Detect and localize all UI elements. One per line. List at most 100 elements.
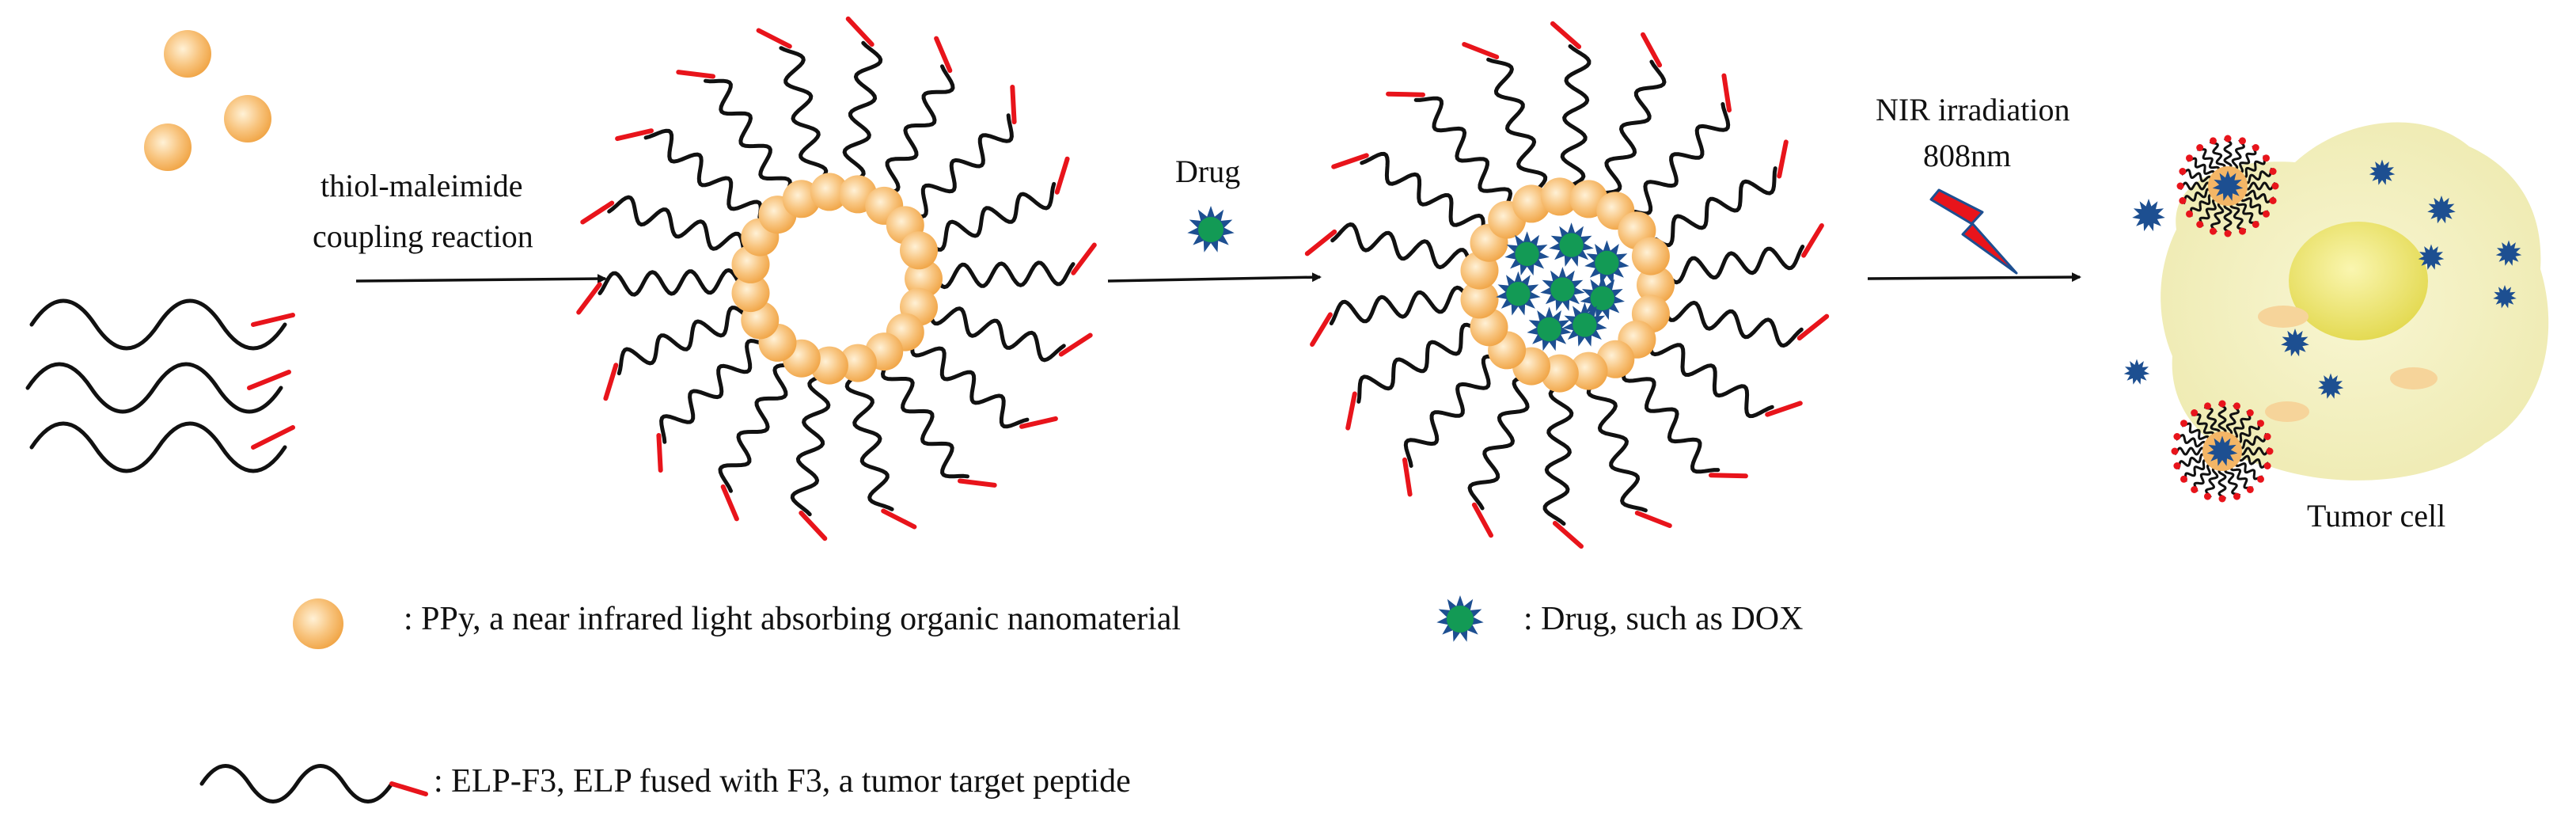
elp-f3-chain [2183,188,2213,205]
peptide-tip [1345,391,1357,431]
elp-f3-chain [2190,193,2214,217]
elp-f3-chain [2237,454,2269,469]
ppy-bead [810,173,848,211]
elp-f3-chain [1360,151,1485,233]
peptide-tip [1709,473,1748,479]
peptide-tip [676,70,715,79]
peptide-tip [615,128,654,142]
ppy-particle-icon [224,95,271,142]
bound-nanoparticle [2176,135,2279,237]
nir-label-line1: NIR irradiation [1876,92,2070,127]
elp-f3-chain [2243,189,2274,203]
peptide-tip [247,370,291,390]
peptide-tip [2257,420,2264,427]
drug-star-icon [1527,306,1572,351]
elp-f3-chain [1356,322,1480,404]
elp-f3-chain [779,46,829,184]
peptide-tip [2180,420,2187,427]
elp-f3-chain [643,128,763,219]
peptide-tip [603,363,619,401]
drug-star-icon [2317,373,2344,399]
peptide-tip [2266,447,2274,455]
peptide-tip [1777,139,1789,179]
peptide-tip [2224,135,2232,142]
peptide-tip [756,28,792,49]
drug-star-icon [1549,222,1594,267]
peptide-tip [2171,447,2179,455]
drug-label: Drug [1175,154,1240,189]
drug-star-icon [1187,206,1235,253]
drug-star-icon [2212,170,2244,201]
organelle [2258,306,2309,328]
peptide-tip [1471,502,1493,538]
coupling-step: thiol-maleimide coupling reaction [313,168,607,284]
ppy-bead [1631,237,1670,275]
peptide-tip [799,511,828,541]
drug-star-icon [1504,231,1550,276]
drug-star-icon [2493,285,2517,309]
drug-star-icon [2123,359,2150,385]
peptide-tip [2196,221,2204,228]
elp-f3-chain [2180,181,2212,191]
lightning-icon [1929,188,2018,275]
elp-f3-chain [2240,196,2268,215]
elp-f3-chain [2243,167,2273,184]
drug-loaded-nanoparticle [1304,21,1830,549]
peptide-tip [2252,221,2259,228]
elp-f3-chain [1648,337,1774,419]
elp-f3-chain [1486,57,1548,192]
peptide-tip [2257,475,2264,483]
elp-f3-chain [2184,458,2209,482]
coupling-arrow [355,274,607,284]
peptide-tip [2180,475,2187,483]
legend-drug-text: : Drug, such as DOX [1523,601,1803,637]
elp-f3-chain [29,298,287,351]
elp-f3-chain [2235,461,2263,481]
peptide-tip [1304,229,1337,256]
elp-f3-chain [2217,403,2227,435]
peptide-tip [2210,227,2217,235]
released-drugs [2123,159,2522,399]
peptide-tip [1054,156,1070,195]
elp-f3-chain [2176,434,2207,448]
elp-f3-chain [598,268,741,297]
elp-f3-chain [704,78,792,197]
elp-f3-chain [2181,169,2213,183]
elp-f3-chain [2232,411,2252,439]
elp-f3-chain-icon [199,764,394,804]
peptide-tip [2263,210,2270,218]
nir-step: NIR irradiation 808nm [1867,92,2081,283]
elp-f3-chain [659,339,765,444]
peptide-tip [576,282,602,315]
elp-f3-chain [790,374,831,517]
elp-f3-chain [1654,166,1777,248]
organelle [2390,367,2438,389]
elp-f3-chain [1621,363,1720,474]
ppy-bead [1637,266,1675,304]
drug-star-icon [1540,267,1585,311]
peptide-tip [1765,401,1803,417]
peptide-tip [1552,521,1584,549]
peptide-tip [1331,153,1369,169]
ppy-bead [905,260,943,298]
drug-star-icon [2495,240,2522,266]
elp-f3-chain [2237,432,2267,450]
elp-f3-chain [2225,405,2240,436]
peptide-tip [845,16,874,47]
elp-f3-chain [2236,420,2260,444]
ppy-particle-icon [164,30,211,78]
elp-f3-chain [2177,453,2207,470]
elp-f3-chain [1403,354,1501,468]
elp-f3-chain [2224,466,2241,496]
drug-star-icon [1562,302,1607,347]
peptide-tip [2239,227,2246,235]
elp-f3-chain [1330,222,1472,270]
legend-drug: : Drug, such as DOX [1436,595,1803,642]
ppy-particle-icon [144,123,192,171]
peptide-tip [1462,42,1500,59]
elp-f3-chain [2209,141,2226,171]
peptide-tip [1721,73,1732,113]
peptide-tip [2263,462,2271,469]
peptide-tip [720,484,739,522]
drug-star-icon [2418,244,2445,270]
